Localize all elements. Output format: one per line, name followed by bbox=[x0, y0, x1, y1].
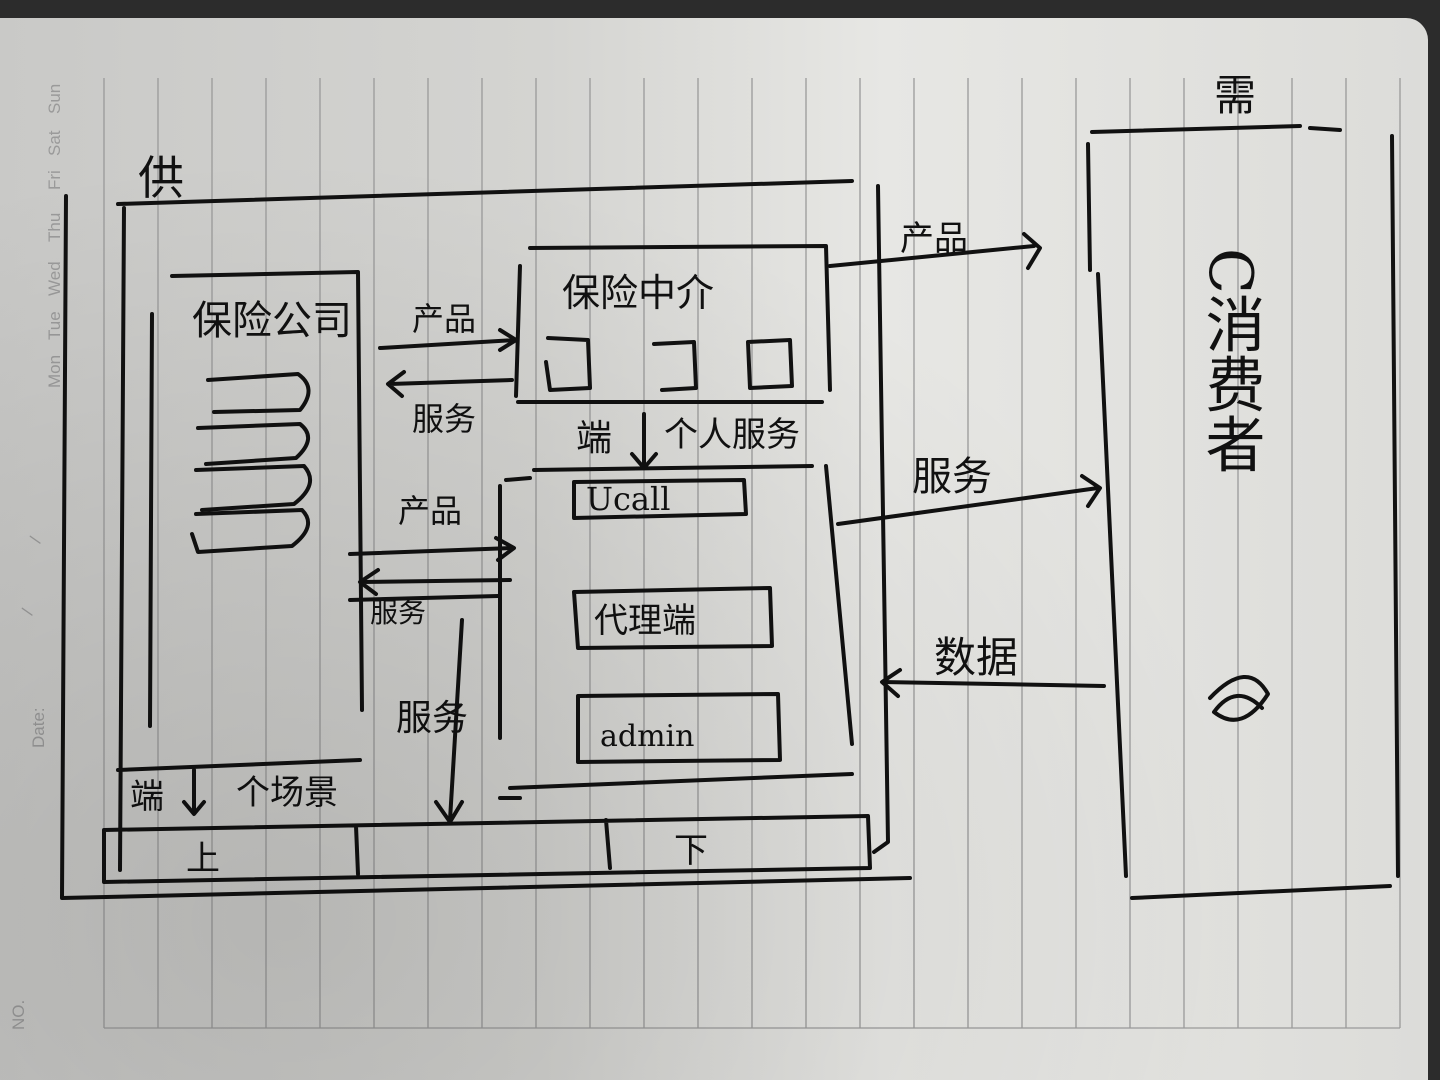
flow-arrow-data-consumer bbox=[880, 668, 1106, 698]
market-row-top bbox=[116, 758, 522, 800]
date-separator: / bbox=[26, 534, 46, 545]
consumer-scribble bbox=[1208, 675, 1270, 722]
market-end-arrow bbox=[182, 768, 206, 816]
channel-icon bbox=[544, 336, 592, 392]
demand-label: 需 bbox=[1214, 71, 1256, 120]
flow-service-mid: 服务 bbox=[370, 596, 426, 629]
consumer-box bbox=[1086, 124, 1400, 900]
flow-arrow-product-top bbox=[378, 328, 518, 352]
demand-side: 需 C消费者 bbox=[1086, 71, 1400, 900]
channel-icon bbox=[652, 340, 698, 392]
flow-product-top: 产品 bbox=[412, 300, 476, 338]
app-box-ucall bbox=[572, 478, 748, 520]
app-label-admin: admin bbox=[600, 719, 694, 754]
day-tue: Tue bbox=[45, 311, 64, 340]
supply-side: 供 保险公司 保险中介 端 个人服务 Ucall 代理端 admin bbox=[60, 151, 912, 900]
architecture-sketch: Mon Tue Wed Thu Fri Sat Sun Date: / / NO… bbox=[9, 71, 1401, 1030]
market-cell-upper: 上 bbox=[186, 839, 220, 879]
insurer-broker-flows: 产品 服务 产品 服务 服务 bbox=[348, 300, 518, 824]
insurer-product-line bbox=[194, 464, 313, 512]
insurer-product-line bbox=[206, 372, 311, 414]
consumer-flows: 产品 服务 数据 bbox=[828, 219, 1106, 698]
flow-arrow-service-top bbox=[386, 370, 514, 398]
flow-arrow-service-down bbox=[434, 618, 464, 824]
supply-outer-frame bbox=[60, 179, 912, 900]
channel-icon bbox=[746, 338, 794, 390]
insurer-box bbox=[148, 270, 364, 728]
flow-arrow-service-mid bbox=[358, 568, 512, 596]
day-fri: Fri bbox=[45, 170, 64, 190]
broker-title: 保险中介 bbox=[562, 271, 714, 315]
day-wed: Wed bbox=[45, 261, 64, 296]
insurer-product-line bbox=[190, 508, 311, 554]
day-sun: Sun bbox=[45, 84, 64, 114]
insurer-product-line bbox=[196, 422, 310, 466]
broker-app-panel bbox=[498, 464, 854, 790]
consumer-title: C消费者 bbox=[1195, 248, 1265, 474]
day-sat: Sat bbox=[45, 130, 64, 156]
market-cell-lower: 下 bbox=[674, 831, 708, 871]
day-mon: Mon bbox=[45, 355, 64, 388]
ruled-lines bbox=[103, 78, 1401, 1029]
insurer-title: 保险公司 bbox=[192, 298, 352, 344]
flow-service-consumer: 服务 bbox=[912, 454, 992, 500]
notebook-page: Mon Tue Wed Thu Fri Sat Sun Date: / / NO… bbox=[0, 18, 1428, 1080]
app-box-agent bbox=[572, 586, 774, 650]
flow-data-consumer: 数据 bbox=[934, 633, 1018, 682]
flow-product-mid: 产品 bbox=[398, 492, 462, 530]
market-scene-label: 个场景 bbox=[236, 773, 338, 813]
page-header: Mon Tue Wed Thu Fri Sat Sun Date: / / NO… bbox=[9, 84, 64, 1030]
flow-line-to-market bbox=[348, 594, 500, 602]
flow-arrow-service-consumer bbox=[836, 474, 1102, 526]
broker-box bbox=[514, 244, 832, 404]
insurer-product-list bbox=[190, 372, 313, 554]
app-box-admin bbox=[576, 692, 782, 764]
no-label: NO. bbox=[9, 1000, 28, 1030]
supply-label: 供 bbox=[138, 151, 184, 205]
personal-service-label: 个人服务 bbox=[664, 415, 800, 455]
app-label-ucall: Ucall bbox=[586, 480, 670, 518]
day-thu: Thu bbox=[45, 213, 64, 242]
flow-service-top: 服务 bbox=[412, 400, 476, 438]
date-label: Date: bbox=[29, 707, 48, 748]
flow-arrow-product-consumer bbox=[828, 232, 1042, 270]
app-label-agent: 代理端 bbox=[594, 601, 696, 641]
broker-channel-icons bbox=[544, 336, 794, 392]
market-scene-bar bbox=[102, 814, 872, 884]
date-separator-2: / bbox=[18, 606, 38, 617]
broker-pipeline-label: 端 bbox=[576, 418, 612, 459]
market-end-label: 端 bbox=[130, 777, 164, 817]
flow-arrow-product-mid bbox=[348, 536, 516, 562]
pipeline-down-arrow bbox=[630, 412, 658, 470]
